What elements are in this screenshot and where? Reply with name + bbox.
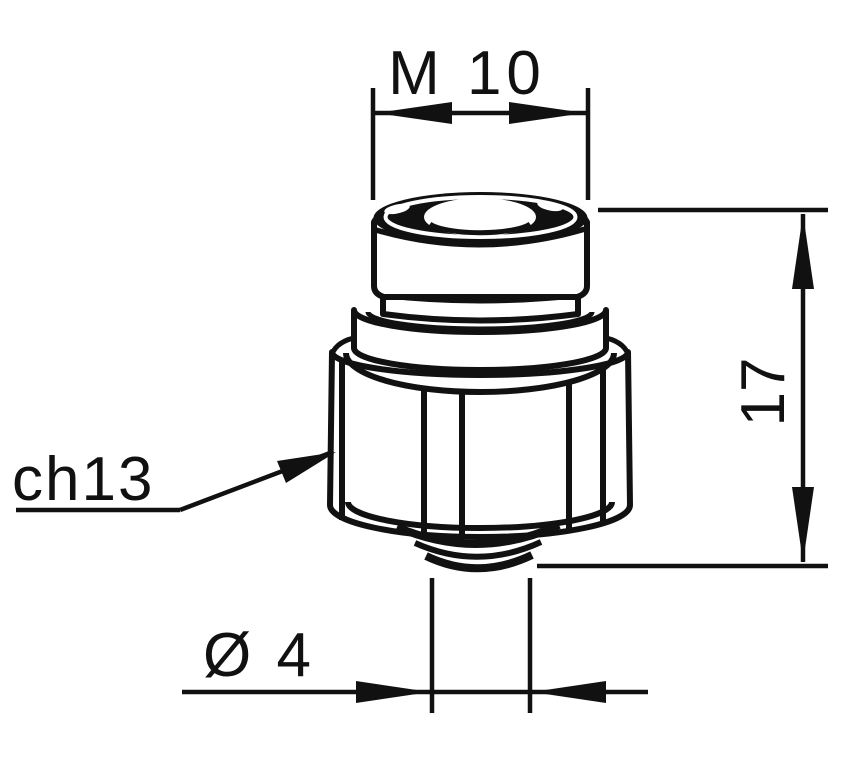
orifice-arrow-left bbox=[356, 681, 430, 703]
tip-arc-outer bbox=[395, 521, 561, 548]
orifice-dimension-label: Ø 4 bbox=[203, 621, 315, 690]
collar-inner-top-arc bbox=[365, 311, 595, 332]
thread-rim-highlight-ring bbox=[383, 195, 578, 239]
rim-lower-front-arc bbox=[375, 226, 586, 248]
thread-highlight-left bbox=[384, 203, 410, 215]
dimension-thread: M 10 bbox=[370, 39, 591, 200]
orifice-arrow-right bbox=[532, 681, 606, 703]
height-dimension-label: 17 bbox=[729, 358, 798, 427]
tip-arc-middle bbox=[413, 539, 543, 560]
collar-silhouette bbox=[351, 307, 609, 373]
collar-ring bbox=[351, 307, 609, 373]
bore-lower-arc bbox=[428, 221, 532, 236]
tip-arc-bottom bbox=[424, 551, 534, 573]
thread-highlight-right bbox=[537, 200, 563, 212]
threaded-cylinder bbox=[371, 192, 590, 300]
thread-dimension-label: M 10 bbox=[388, 39, 546, 108]
hex-callout-arrowhead bbox=[277, 452, 336, 483]
hex-chamfer-arc bbox=[343, 352, 617, 395]
thread-arrow-right bbox=[509, 102, 585, 124]
hex-silhouette bbox=[327, 349, 633, 540]
dimension-orifice: Ø 4 bbox=[182, 578, 648, 713]
bore-opening bbox=[424, 198, 536, 236]
callout-hex-width: ch13 bbox=[12, 445, 336, 514]
hex-bottom-inner-arc bbox=[345, 501, 615, 531]
hex-body bbox=[327, 334, 633, 540]
height-arrow-down bbox=[792, 487, 814, 562]
height-arrow-up bbox=[792, 214, 814, 289]
dimension-height: 17 bbox=[537, 207, 828, 569]
nozzle-tip bbox=[395, 521, 561, 573]
thread-arrow-left bbox=[376, 102, 452, 124]
hex-width-label: ch13 bbox=[12, 445, 154, 514]
